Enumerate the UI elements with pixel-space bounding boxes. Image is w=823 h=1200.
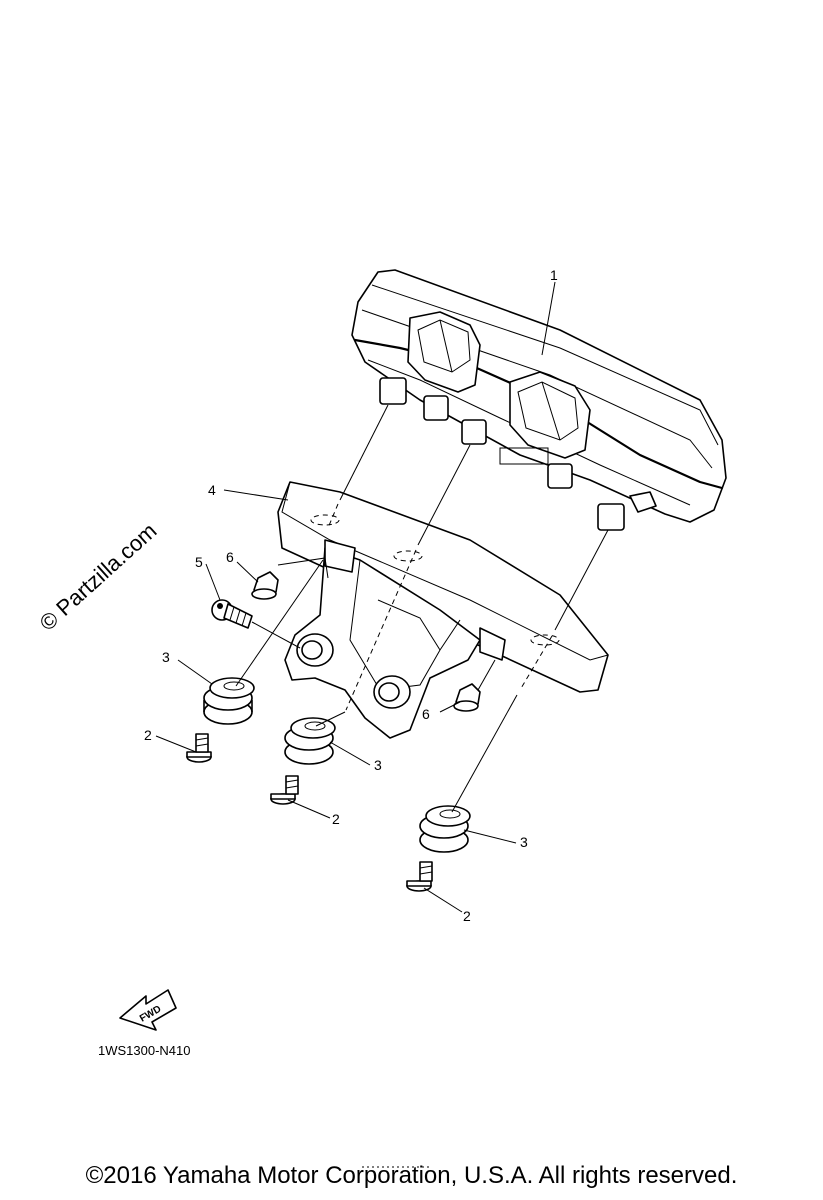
screw-part-2-center[interactable] [270,775,299,805]
callout-3-center: 3 [374,757,382,773]
callout-4: 4 [208,482,216,498]
callout-2-right: 2 [463,908,471,924]
partzilla-watermark: © Partzilla.com [35,518,162,636]
callout-5: 5 [195,554,203,570]
callout-6-lower: 6 [422,706,430,722]
callout-3-left: 3 [162,649,170,665]
copyright-notice: ©2016 Yamaha Motor Corporation, U.S.A. A… [85,1162,738,1189]
callout-leaders [155,281,556,913]
callout-2-left: 2 [144,727,152,743]
damper-part-3-right[interactable] [419,805,471,853]
grommet-part-6-lower[interactable] [453,683,481,712]
meter-assembly-part-1[interactable] [351,269,727,531]
callout-1: 1 [550,267,558,283]
callout-2-center: 2 [332,811,340,827]
grommet-part-6-upper[interactable] [251,571,279,600]
callout-3-right: 3 [520,834,528,850]
callout-6-upper: 6 [226,549,234,565]
screw-part-2-left[interactable] [186,733,212,763]
assembly-guide-lines [235,404,609,813]
meter-bracket-part-4[interactable] [277,481,609,739]
screw-part-2-right[interactable] [406,861,433,892]
diagram-code: 1WS1300-N410 [98,1043,191,1058]
forward-direction-arrow-icon: FWD [119,989,177,1031]
damper-part-3-center[interactable] [284,717,336,765]
damper-part-3-left[interactable] [203,677,255,725]
bolt-part-5[interactable] [211,599,253,629]
